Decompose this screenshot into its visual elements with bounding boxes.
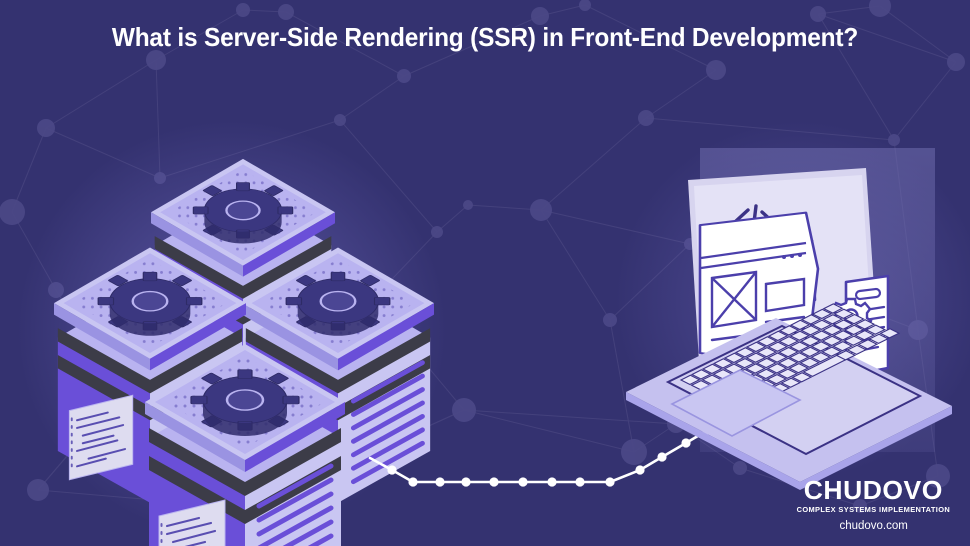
keyboard-key (835, 350, 857, 361)
keyboard-key (879, 328, 901, 339)
keyboard-key (679, 374, 701, 386)
image-placeholder-icon (710, 270, 758, 329)
keyboard-key (811, 319, 833, 331)
keyboard-key (868, 333, 890, 345)
keyboard-key (846, 344, 868, 356)
laptop-illustration (626, 148, 952, 490)
keyboard-key (734, 357, 756, 369)
keyboard-key (690, 369, 712, 380)
brand-tagline: COMPLEX SYSTEMS IMPLEMENTATION (796, 504, 951, 514)
keyboard-key (810, 330, 832, 341)
keyboard-key (799, 357, 821, 368)
keyboard-key (799, 346, 821, 358)
window-dots-icon (782, 253, 802, 259)
keyboard-key (833, 308, 855, 320)
keyboard-key (788, 341, 810, 352)
keyboard-key (854, 329, 876, 341)
keyboard-key (778, 325, 800, 336)
keyboard-key (800, 314, 822, 325)
page-title-text: What is Server-Side Rendering (SSR) in F… (111, 22, 859, 52)
keyboard-key (854, 319, 876, 330)
keyboard-key (822, 303, 844, 314)
keyboard-key (745, 352, 767, 363)
keyboard-key (767, 330, 789, 342)
keyboard-key (766, 373, 788, 385)
keyboard-key (767, 341, 789, 352)
laptop-base (626, 303, 952, 490)
keyboard-key (857, 339, 879, 350)
keyboard-key (832, 319, 854, 330)
brand-logo: CHUDOVO COMPLEX SYSTEMS IMPLEMENTATION c… (795, 477, 952, 532)
keyboard-key (843, 313, 865, 325)
keyboard-key (821, 324, 843, 336)
keyboard-key (766, 352, 788, 363)
keyboard-key (788, 362, 810, 374)
keyboard-key (810, 351, 832, 363)
content-block (764, 277, 806, 313)
keyboard-key (755, 357, 777, 369)
keyboard-key (744, 363, 766, 374)
keyboard-key (701, 363, 723, 375)
trackpad (670, 369, 802, 437)
keyboard-key (791, 372, 813, 383)
keyboard-key (865, 324, 887, 335)
keyboard-key (788, 352, 810, 363)
keyboard-key (755, 368, 777, 380)
keyboard-key (734, 347, 756, 358)
keyboard-key (810, 341, 832, 352)
page-title: What is Server-Side Rendering (SSR) in F… (0, 22, 970, 53)
keyboard-key (777, 368, 799, 379)
keyboard-key (756, 346, 778, 358)
keyboard-key (780, 377, 802, 388)
keyboard-key (723, 363, 745, 374)
keyboard-key (800, 325, 822, 336)
keyboard-key (777, 357, 799, 369)
keyboard-key (811, 308, 833, 320)
brand-url[interactable]: chudovo.com (839, 519, 908, 532)
keyboard-key (712, 358, 734, 369)
keyboard-key (832, 330, 854, 341)
keyboard-key (843, 335, 865, 346)
keyboard-key (822, 314, 844, 325)
keyboard-key (777, 346, 799, 358)
brand-name: CHUDOVO (804, 474, 944, 505)
keyboard-key (832, 340, 854, 352)
keyboard-key (756, 336, 778, 347)
keyboard-key (789, 330, 811, 341)
keyboard-key (789, 319, 811, 331)
keyboard-key (778, 335, 800, 347)
keyboard-key (766, 363, 788, 374)
keyboard-key (799, 335, 821, 347)
keyboard-key (821, 346, 843, 357)
keyboard-key (843, 324, 865, 336)
keyboard-key (723, 352, 745, 364)
keyboard-key (745, 341, 767, 353)
keyboard-key (821, 335, 843, 347)
